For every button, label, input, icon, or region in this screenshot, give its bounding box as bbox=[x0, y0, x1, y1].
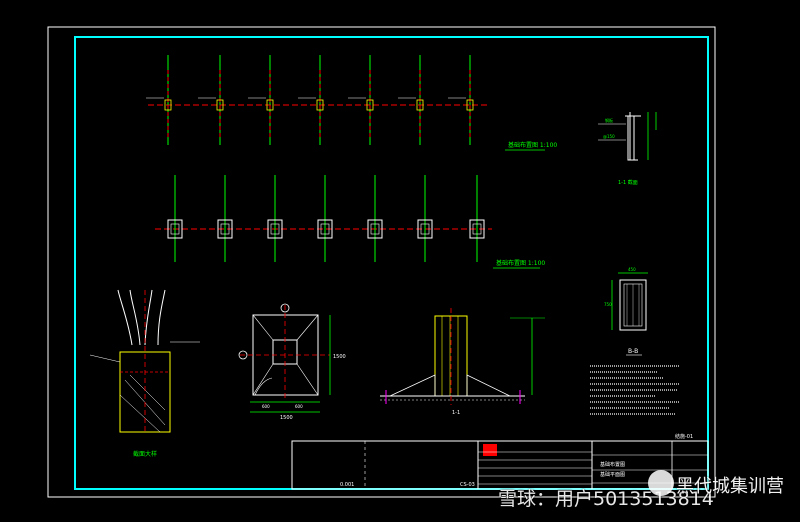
pile-section-title: 截面大样 bbox=[133, 450, 157, 458]
svg-text:1500: 1500 bbox=[280, 415, 293, 421]
lower-plan-title: 基础布置图 1:100 bbox=[496, 259, 545, 267]
small-section-detail: 钢板 @150 1-1 截面 bbox=[598, 112, 657, 186]
title-block-number: 结施-01 bbox=[675, 433, 693, 440]
title-block: 0.001 CS-03 基础布置图 基础平面图 结施-01 bbox=[291, 433, 709, 490]
watermark-brand: 黑代城集训营 bbox=[676, 476, 784, 497]
notes-block bbox=[590, 365, 680, 415]
svg-text:450: 450 bbox=[628, 267, 636, 272]
title-block-project: 基础布置图 bbox=[600, 461, 625, 468]
svg-text:1500: 1500 bbox=[333, 354, 346, 360]
svg-text:钢板: 钢板 bbox=[605, 117, 613, 123]
title-block-sheet: CS-03 bbox=[460, 482, 475, 488]
title-block-code: 0.001 bbox=[340, 482, 354, 488]
upper-plan: 基础布置图 1:100 bbox=[146, 55, 557, 151]
upper-plan-title: 基础布置图 1:100 bbox=[508, 141, 557, 149]
svg-text:@150: @150 bbox=[603, 134, 615, 139]
bb-label: B-B bbox=[628, 348, 638, 355]
pile-section: 截面大样 bbox=[89, 289, 200, 458]
svg-text:600: 600 bbox=[262, 404, 270, 409]
lower-plan: 基础布置图 1:100 bbox=[155, 175, 545, 269]
svg-text:750: 750 bbox=[604, 302, 612, 307]
bb-detail: 450 750 B-B bbox=[604, 267, 648, 356]
section-11-label: 1-1 bbox=[452, 410, 460, 416]
section-1-1: 1-1 bbox=[380, 308, 545, 416]
foundation-plan: 1500 600 600 1500 bbox=[238, 303, 346, 421]
svg-text:600: 600 bbox=[295, 404, 303, 409]
outer-frame bbox=[47, 26, 716, 498]
watermark-logo-icon bbox=[648, 470, 674, 496]
small-section-label: 1-1 截面 bbox=[618, 179, 638, 186]
title-block-name: 基础平面图 bbox=[600, 471, 625, 478]
